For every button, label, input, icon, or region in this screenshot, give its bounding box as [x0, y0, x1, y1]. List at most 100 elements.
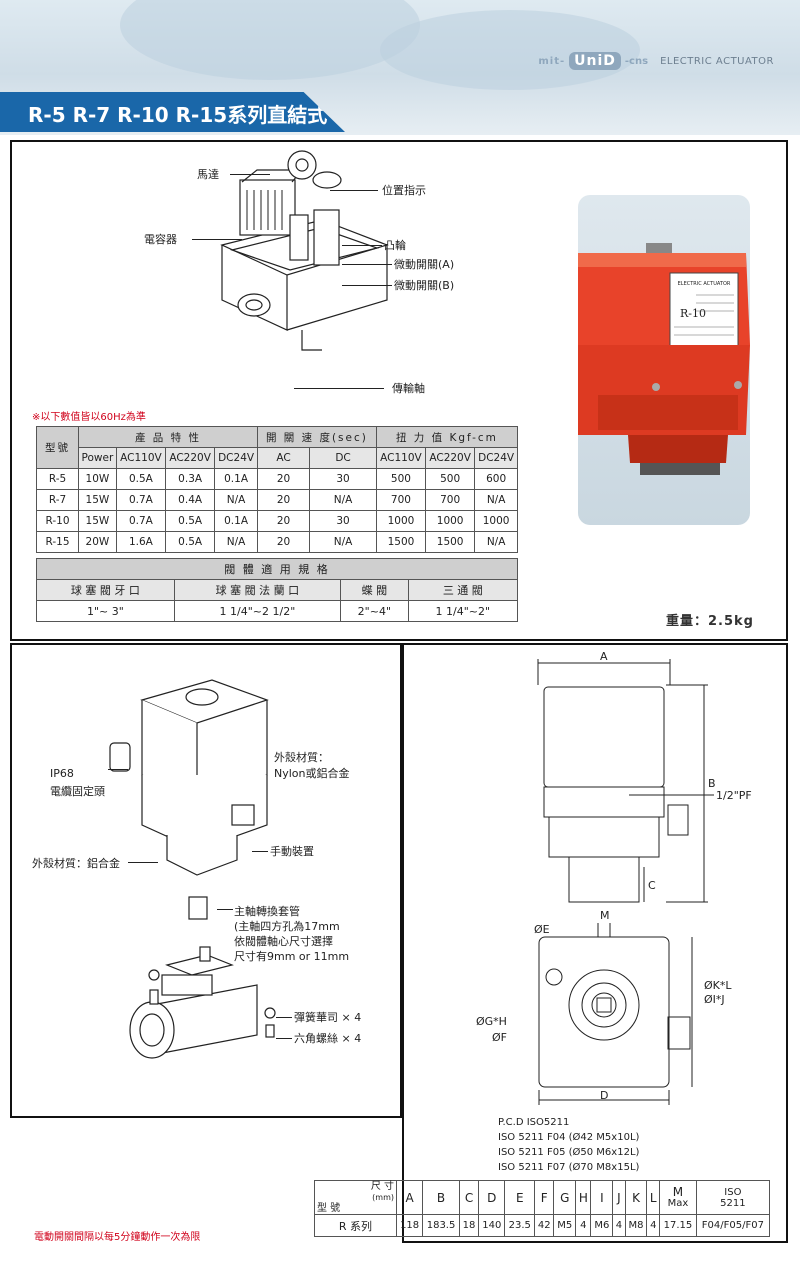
leader-cable-gland — [108, 769, 128, 770]
label-capacitor: 電容器 — [144, 233, 177, 246]
dim-label-m: M — [600, 909, 610, 922]
dim-header-m-label: M — [672, 1184, 684, 1199]
valve-table-title: 閥 體 適 用 規 格 — [36, 558, 518, 580]
spec-cell: 700 — [375, 489, 427, 511]
leader-washer — [276, 1017, 292, 1018]
spec-cell: 20 — [256, 510, 311, 532]
dim-value: 42 — [534, 1214, 555, 1237]
spec-model: R-7 — [36, 489, 79, 511]
spec-group-torque: 扭 力 值 Kgf-cm — [375, 426, 519, 448]
dim-header: I — [590, 1180, 614, 1215]
internal-diagram — [220, 150, 389, 351]
dim-corner: 尺 寸 (mm) 型 號 — [314, 1180, 397, 1215]
spec-cell: N/A — [214, 531, 258, 553]
dim-header-iso-sub: 5211 — [720, 1197, 746, 1209]
plate-model: R-10 — [680, 307, 706, 320]
valve-header: 蝶 閥 — [340, 579, 409, 601]
pcd-line-2: ISO 5211 F04 (Ø42 M5x10L) — [498, 1132, 640, 1143]
dim-label-a: A — [600, 650, 608, 663]
actuator-illustration: ELECTRIC ACTUATOR R-10 — [570, 243, 750, 475]
dim-header: C — [458, 1180, 480, 1215]
spec-cell: 500 — [425, 468, 476, 490]
leader-housing-bottom — [128, 862, 158, 863]
label-cable-gland: 電纜固定頭 — [50, 785, 105, 798]
spec-cell: 1000 — [425, 510, 476, 532]
spec-cell: 0.5A — [115, 468, 167, 490]
spec-model: R-15 — [36, 531, 79, 553]
spec-cell: 1500 — [425, 531, 476, 553]
dim-label-ij: ØI*J — [704, 993, 725, 1006]
table-row: R-7 15W 0.7A 0.4A N/A 20 N/A 700 700 N/A — [36, 489, 518, 511]
valve-header: 三 通 閥 — [407, 579, 519, 601]
dim-header: L — [646, 1180, 661, 1215]
label-sleeve-1: 主軸轉換套管 — [234, 905, 300, 918]
spec-cell: 1000 — [474, 510, 518, 532]
spec-cell: 600 — [474, 468, 518, 490]
spec-cell: 0.7A — [115, 510, 167, 532]
spec-cell: 500 — [375, 468, 427, 490]
valve-value: 1 1/4"~2" — [407, 600, 519, 622]
spec-cell: 1000 — [375, 510, 427, 532]
leader-capacitor — [192, 239, 242, 240]
label-sleeve-4: 尺寸有9mm or 11mm — [234, 950, 350, 963]
label-motor: 馬達 — [197, 168, 219, 181]
label-sleeve-3: 依閥體軸心尺寸選擇 — [234, 935, 333, 948]
dim-label-d: D — [600, 1089, 609, 1102]
leader-motor — [230, 174, 270, 175]
footer-note: 電動開關間隔以每5分鐘動作一次為限 — [34, 1232, 201, 1243]
spec-table: 型號 產 品 特 性 開 關 速 度(sec) 扭 力 值 Kgf-cm Pow… — [36, 426, 519, 553]
leader-sleeve — [217, 909, 233, 910]
spec-cell: N/A — [474, 489, 518, 511]
valve-header: 球 塞 閥 法 蘭 口 — [173, 579, 342, 601]
dim-header: E — [504, 1180, 536, 1215]
dim-value: 4 — [575, 1214, 592, 1237]
spec-cell: 30 — [309, 468, 377, 490]
dim-label-c: C — [648, 879, 656, 892]
leader-position — [330, 190, 378, 191]
brand-suffix: -cns — [624, 55, 649, 67]
dim-header: H — [575, 1180, 592, 1215]
dim-label-kl: ØK*L — [704, 979, 732, 992]
table-row: R-10 15W 0.7A 0.5A 0.1A 20 30 1000 1000 … — [36, 510, 518, 532]
spec-cell: 700 — [425, 489, 476, 511]
spec-subheader: DC24V — [214, 447, 258, 469]
spec-subheader: Power — [78, 447, 117, 469]
spec-cell: 15W — [78, 510, 117, 532]
dim-label-gh: ØG*H — [476, 1015, 507, 1028]
dim-header: A — [395, 1180, 424, 1215]
label-microswitch-a: 微動開關(A) — [394, 258, 455, 271]
table-row: R-5 10W 0.5A 0.3A 0.1A 20 30 500 500 600 — [36, 468, 518, 490]
dim-value: 17.15 — [659, 1214, 697, 1237]
brand-logo: mit- UniD -cns ELECTRIC ACTUATOR — [538, 52, 774, 70]
leader-switch-b — [342, 285, 392, 286]
spec-cell: 20 — [256, 489, 311, 511]
dimension-drawing — [537, 659, 714, 1105]
dim-corner-unit: (mm) — [372, 1193, 394, 1202]
weight-label: 重量：2.5kg — [666, 614, 754, 629]
spec-cell: N/A — [214, 489, 258, 511]
label-housing-top: 外殼材質： — [274, 751, 329, 764]
spec-cell: 30 — [309, 510, 377, 532]
dim-value: 118 — [395, 1214, 424, 1237]
dim-header-iso-label: ISO — [724, 1186, 742, 1198]
label-bolt: 六角螺絲 × 4 — [294, 1032, 362, 1045]
dim-label-f: ØF — [492, 1031, 507, 1044]
spec-subheader: AC110V — [375, 447, 427, 469]
dim-header: D — [478, 1180, 506, 1215]
dim-corner-bottom: 型 號 — [317, 1203, 341, 1214]
spec-cell: 1500 — [375, 531, 427, 553]
valve-table: 閥 體 適 用 規 格 球 塞 閥 牙 口 球 塞 閥 法 蘭 口 蝶 閥 三 … — [36, 558, 519, 622]
dim-value: M5 — [553, 1214, 577, 1237]
label-washer: 彈簧華司 × 4 — [294, 1011, 362, 1024]
pcd-line-1: P.C.D ISO5211 — [498, 1117, 570, 1128]
dim-value: 4 — [612, 1214, 626, 1237]
label-manual: 手動裝置 — [270, 845, 314, 858]
assembly-panel: IP68 電纜固定頭 外殼材質： Nylon或鋁合金 外殼材質：鋁合金 手動裝置… — [10, 643, 402, 1118]
dim-value: M6 — [590, 1214, 614, 1237]
dim-value: 18 — [458, 1214, 480, 1237]
spec-model: R-10 — [36, 510, 79, 532]
dim-value: M8 — [624, 1214, 648, 1237]
page-title: R-5 R-7 R-10 R-15系列直結式 — [28, 103, 328, 127]
spec-cell: 20 — [256, 531, 311, 553]
valve-value: 1"~ 3" — [36, 600, 175, 622]
